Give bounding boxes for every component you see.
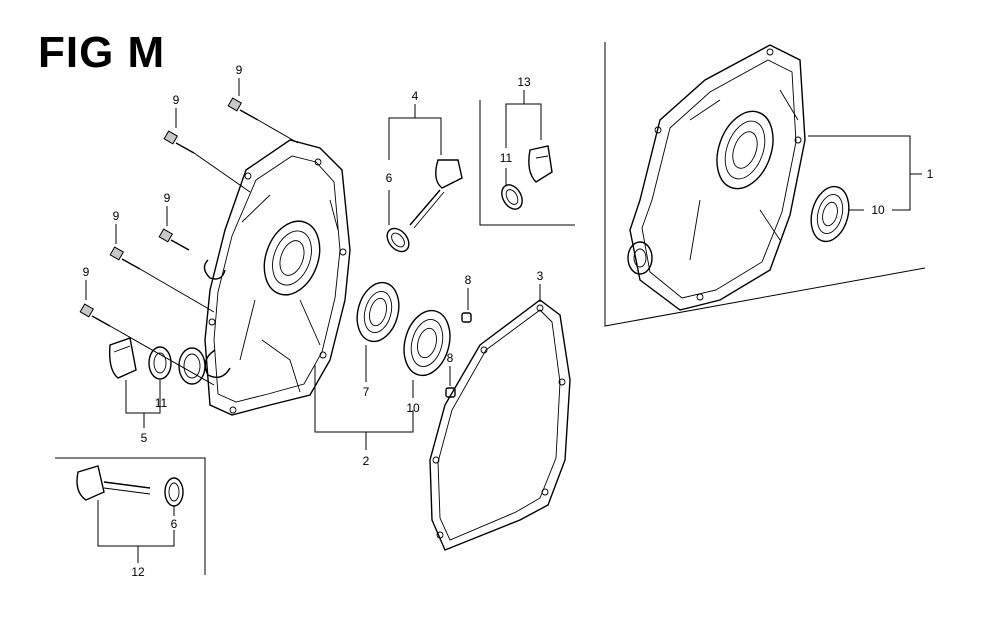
crankcase-cover — [203, 139, 351, 416]
dowel-pin-upper — [461, 312, 472, 323]
bolt-flange-2 — [163, 130, 251, 193]
inset-box-crankcase-cover-assembly — [604, 42, 926, 327]
callout-7: 7 — [363, 385, 370, 399]
callout-6: 6 — [386, 171, 393, 185]
crankcase-cover-assembly — [627, 44, 806, 311]
callout-3: 3 — [537, 269, 544, 283]
callout-10: 10 — [871, 203, 885, 217]
callout-labels: 9 9 9 9 9 4 6 13 11 11 5 7 10 2 8 8 3 6 … — [83, 63, 934, 579]
oil-level-gauge — [409, 159, 463, 229]
oil-level-gauge-small — [528, 145, 553, 183]
leader-lines — [85, 78, 922, 563]
ball-bearing-10-right — [810, 185, 850, 243]
bolt-flange-5 — [79, 303, 215, 386]
callout-2: 2 — [363, 454, 370, 468]
callout-13: 13 — [517, 75, 531, 89]
o-ring-6-top — [386, 227, 410, 253]
oil-filler-cap — [108, 337, 137, 379]
bolt-flange-3 — [158, 228, 190, 251]
callout-11: 11 — [155, 396, 168, 410]
o-ring-11 — [148, 346, 172, 380]
inset-box-oil-drain-plug — [55, 457, 206, 575]
callout-9: 9 — [173, 93, 180, 107]
callout-9: 9 — [236, 63, 243, 77]
callout-12: 12 — [131, 565, 145, 579]
callout-4: 4 — [412, 89, 419, 103]
o-ring-11-right — [501, 184, 523, 210]
callout-9: 9 — [113, 209, 120, 223]
callout-6: 6 — [171, 517, 178, 531]
callout-11: 11 — [500, 151, 513, 165]
ball-bearing-10 — [403, 309, 451, 377]
oil-drain-plug — [76, 465, 151, 501]
callout-8: 8 — [447, 351, 454, 365]
o-ring-6-bottom — [164, 477, 184, 507]
dowel-pin-lower — [445, 387, 456, 398]
bolt-flange-1 — [227, 97, 299, 144]
callout-1: 1 — [927, 167, 934, 181]
bolt-flange-4 — [109, 246, 215, 313]
crankcase-gasket — [429, 299, 571, 551]
callout-9: 9 — [164, 191, 171, 205]
callout-9: 9 — [83, 265, 90, 279]
oil-seal-7 — [356, 281, 400, 343]
callout-8: 8 — [465, 273, 472, 287]
oil-seal-left — [178, 347, 206, 385]
figure-title: FIG M — [38, 28, 166, 77]
callout-5: 5 — [141, 431, 148, 445]
callout-10: 10 — [406, 401, 420, 415]
inset-box-oil-level-gauge — [479, 100, 575, 226]
